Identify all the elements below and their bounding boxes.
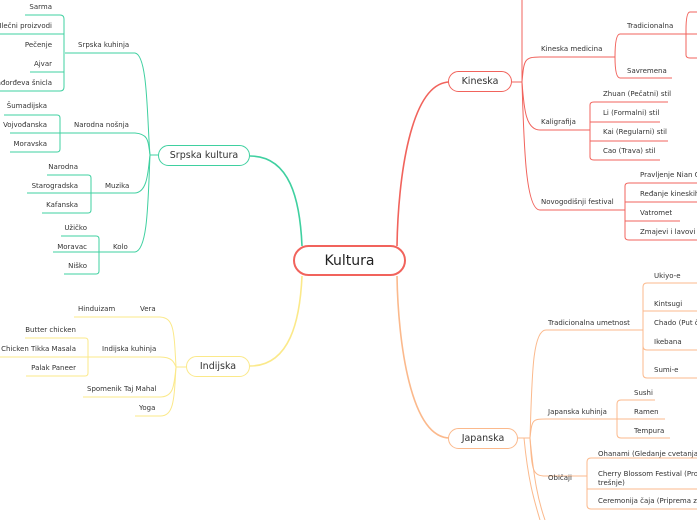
topic-vatromet[interactable]: Vatromet xyxy=(640,209,673,217)
topic-kaligrafija[interactable]: Kaligrafija xyxy=(541,118,576,126)
topic-vojvodjanska[interactable]: Vojvođanska xyxy=(3,121,47,129)
topic-narodna-nosnja[interactable]: Narodna nošnja xyxy=(74,121,129,129)
topic-muzika[interactable]: Muzika xyxy=(105,182,130,190)
topic-moravac[interactable]: Moravac xyxy=(57,243,87,251)
topic-japanska-kuhinja[interactable]: Japanska kuhinja xyxy=(548,408,607,416)
topic-zmajevi-i-lavovi[interactable]: Zmajevi i lavovi xyxy=(640,228,696,236)
topic-kafanska[interactable]: Kafanska xyxy=(46,201,78,209)
topic-vera[interactable]: Vera xyxy=(140,305,156,313)
topic-karadjordjeva-snicla[interactable]: Karađorđeva šnicla xyxy=(0,79,52,87)
node-japanska[interactable]: Japanska xyxy=(448,428,518,449)
link-root-srpska xyxy=(249,155,303,247)
node-srpska-kultura[interactable]: Srpska kultura xyxy=(158,145,250,166)
topic-hinduizam[interactable]: Hinduizam xyxy=(78,305,116,313)
link-root-japanska xyxy=(396,275,451,439)
topic-tradicionalna[interactable]: Tradicionalna xyxy=(627,22,674,30)
topic-yoga[interactable]: Yoga xyxy=(139,404,156,412)
topic-starogradska[interactable]: Starogradska xyxy=(31,182,78,190)
topic-savremena[interactable]: Savremena xyxy=(627,67,667,75)
topic-butter-chicken[interactable]: Butter chicken xyxy=(25,326,76,334)
topic-kintsugi[interactable]: Kintsugi xyxy=(654,300,683,308)
topic-pravljenje-nian-gao[interactable]: Pravljenje Nian G xyxy=(640,171,697,179)
topic-ramen[interactable]: Ramen xyxy=(634,408,659,416)
topic-redjanje-kineskih[interactable]: Ređanje kineskih xyxy=(640,190,697,198)
topic-narodna[interactable]: Narodna xyxy=(48,163,78,171)
topic-uzicko[interactable]: Užičko xyxy=(64,224,87,232)
topic-indijska-kuhinja[interactable]: Indijska kuhinja xyxy=(102,345,157,353)
link-root-indijska xyxy=(249,275,303,367)
topic-spomenik-taj-mahal[interactable]: Spomenik Taj Mahal xyxy=(87,385,157,393)
topic-chado[interactable]: Chado (Put č xyxy=(654,319,697,327)
topic-cao-stil[interactable]: Cao (Trava) stil xyxy=(603,147,656,155)
topic-li-stil[interactable]: Li (Formalni) stil xyxy=(603,109,660,117)
topic-srpska-kuhinja[interactable]: Srpska kuhinja xyxy=(78,41,130,49)
topic-nisko[interactable]: Niško xyxy=(68,262,87,270)
topic-sumadijska[interactable]: Šumadijska xyxy=(6,102,47,110)
topic-tempura[interactable]: Tempura xyxy=(634,427,665,435)
root-node[interactable]: Kultura xyxy=(293,245,406,276)
topic-kolo[interactable]: Kolo xyxy=(113,243,128,251)
topic-obicaji[interactable]: Običaji xyxy=(548,474,572,482)
topic-tradicionalna-umetnost[interactable]: Tradicionalna umetnost xyxy=(548,319,630,327)
topic-cherry-blossom-festival-cont: trešnje) xyxy=(598,479,625,487)
topic-chicken-tikka-masala[interactable]: Chicken Tikka Masala xyxy=(1,345,76,353)
topic-cherry-blossom-festival[interactable]: Cherry Blossom Festival (Pro xyxy=(598,470,697,478)
topic-ohanami[interactable]: Ohanami (Gledanje cvetanja xyxy=(598,450,697,458)
node-kineska[interactable]: Kineska xyxy=(448,71,512,92)
topic-ceremonija-caja[interactable]: Ceremonija čaja (Priprema z xyxy=(598,497,697,505)
topic-moravska[interactable]: Moravska xyxy=(13,140,48,148)
topic-pecenje[interactable]: Pečenje xyxy=(24,41,52,49)
topic-ajvar[interactable]: Ajvar xyxy=(33,60,52,68)
topic-kai-stil[interactable]: Kai (Regularni) stil xyxy=(603,128,668,136)
topic-sumi-e[interactable]: Sumi-e xyxy=(654,366,679,374)
topic-sarma[interactable]: Sarma xyxy=(29,3,52,11)
link-root-kineska xyxy=(396,81,451,247)
topic-zhuan-stil[interactable]: Zhuan (Pečatni) stil xyxy=(603,90,672,98)
topic-mlecni-proizvodi[interactable]: Mlečni proizvodi xyxy=(0,22,52,30)
node-indijska[interactable]: Indijska xyxy=(186,356,250,377)
topic-ikebana[interactable]: Ikebana xyxy=(654,338,682,346)
topic-palak-paneer[interactable]: Palak Paneer xyxy=(31,364,76,372)
topic-sushi[interactable]: Sushi xyxy=(634,389,653,397)
topic-novogodisnji-festival[interactable]: Novogodišnji festival xyxy=(541,198,614,206)
topic-ukiyo-e[interactable]: Ukiyo-e xyxy=(654,272,681,280)
topic-kineska-medicina[interactable]: Kineska medicina xyxy=(541,45,603,53)
